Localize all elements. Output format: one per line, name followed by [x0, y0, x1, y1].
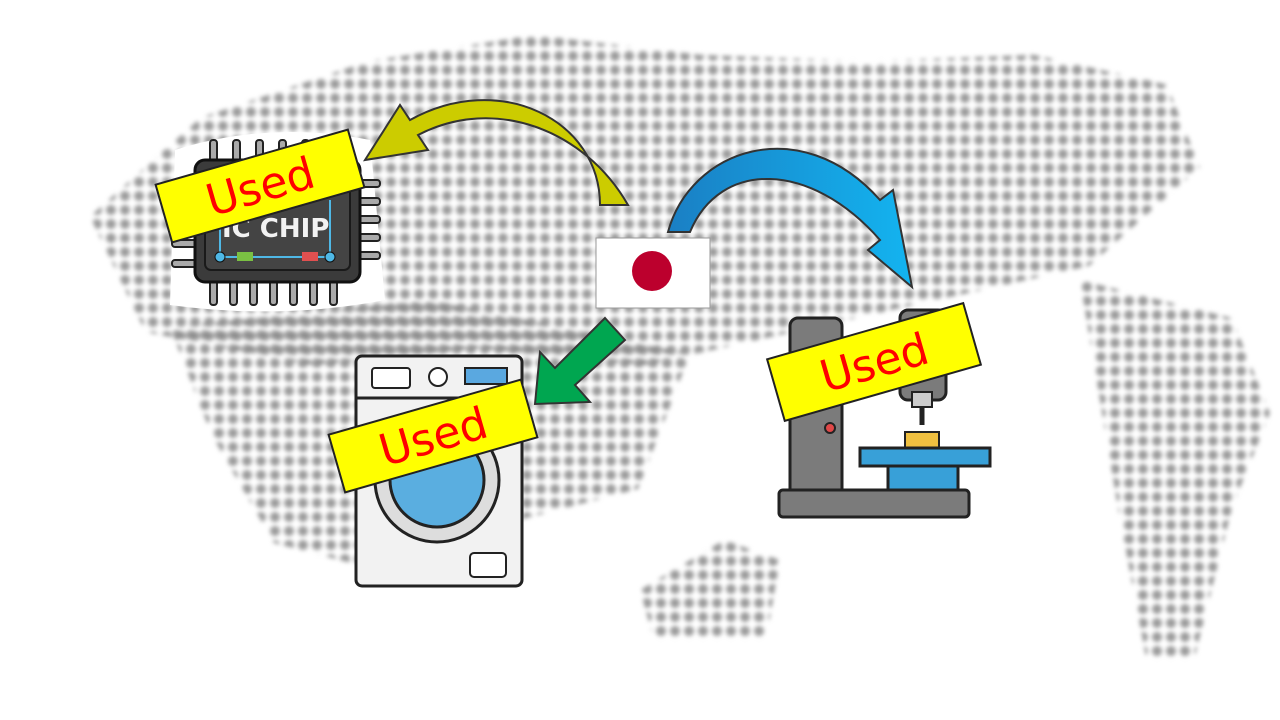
japan-flag	[595, 237, 711, 309]
green-arrow	[533, 316, 627, 406]
blue-curved-arrow	[666, 147, 914, 290]
yellow-curved-arrow	[362, 99, 630, 206]
